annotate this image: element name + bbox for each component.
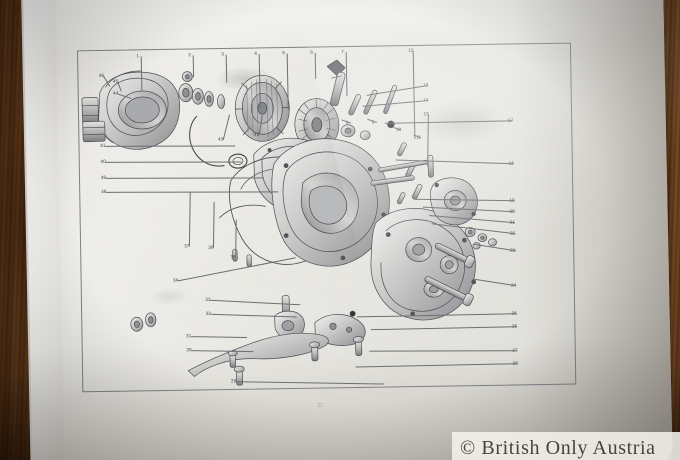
callout-leader-line [222, 113, 230, 140]
callout-leader-line [259, 53, 261, 108]
watermark-band [452, 432, 680, 460]
callout-number: 3 [221, 51, 225, 57]
page-number: 22 [317, 402, 324, 409]
callout-leader-line [226, 54, 228, 83]
callout-leader-line [346, 51, 348, 96]
callout-number: 4 [254, 50, 258, 56]
callout-leader-line [473, 243, 516, 251]
callout-leader-line [422, 206, 515, 212]
catalogue-page: 1234567121314151716192021222324252627282… [21, 0, 673, 460]
callout-leader-line [413, 50, 416, 139]
callout-leader-line [370, 326, 517, 330]
callout-leader-line [431, 223, 516, 234]
callout-leader-line [235, 380, 384, 384]
callout-leader-line [210, 299, 301, 305]
callout-leader-line [106, 190, 279, 192]
callout-leader-line [191, 349, 254, 352]
callout-leader-line [105, 160, 242, 162]
callout-leader-line [105, 145, 236, 146]
callout-leader-line [191, 335, 248, 338]
callout-leader-line [105, 176, 264, 178]
callout-leader-line [356, 313, 517, 317]
callout-number: 6 [310, 49, 314, 55]
callout-number: 1 [136, 53, 140, 59]
callout-leader-line [355, 363, 518, 367]
callout-leader-line [193, 54, 195, 77]
callout-number: 7 [341, 49, 345, 55]
callout-leader-line [395, 159, 514, 164]
watermark-text: © British Only Austria [460, 437, 656, 459]
callout-leader-line [472, 278, 517, 286]
callout-leader-line [235, 219, 237, 258]
callout-leader-line [384, 120, 513, 124]
callout-leader-line [212, 201, 215, 248]
callout-leader-line [141, 55, 143, 90]
callout-number-layer: 1234567121314151716192021222324252627282… [76, 42, 575, 392]
callout-leader-line [210, 313, 297, 317]
callout-number: 2 [188, 52, 192, 58]
callout-leader-line [103, 75, 111, 87]
callout-leader-line [177, 256, 296, 281]
callout-leader-line [414, 198, 515, 201]
callout-leader-line [362, 99, 429, 107]
callout-leader-line [117, 81, 122, 91]
callout-leader-line [188, 191, 191, 246]
exploded-parts-diagram [75, 39, 577, 394]
callout-leader-line [258, 114, 263, 135]
callout-leader-line [287, 52, 289, 109]
callout-leader-line [429, 214, 515, 223]
callout-number: 5 [282, 50, 286, 56]
callout-leader-line [118, 93, 132, 99]
callout-leader-line [369, 350, 518, 352]
callout-leader-line [366, 84, 429, 96]
callout-leader-line [315, 52, 317, 79]
